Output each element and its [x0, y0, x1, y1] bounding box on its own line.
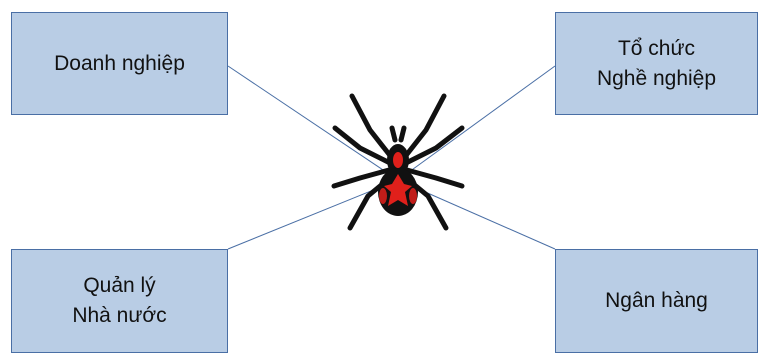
- node-label-line-1: Quản lý: [83, 274, 156, 297]
- node-label-line-1: Tổ chức: [617, 36, 696, 60]
- spider-icon: [331, 93, 465, 231]
- node-label-line-2: Nhà nước: [72, 304, 167, 327]
- node-label: Doanh nghiệp: [54, 51, 185, 75]
- connector-top-right: [397, 65, 556, 181]
- node-quan-ly-nha-nuoc: Quản lý Nhà nước: [11, 249, 228, 353]
- connector-top-left: [227, 65, 399, 181]
- node-to-chuc-nghe-nghiep: Tổ chức Nghề nghiệp: [555, 12, 758, 115]
- node-ngan-hang: Ngân hàng: [555, 249, 758, 353]
- node-label: Ngân hàng: [605, 289, 708, 312]
- node-doanh-nghiep: Doanh nghiệp: [11, 12, 228, 115]
- node-label-line-2: Nghề nghiệp: [596, 66, 717, 90]
